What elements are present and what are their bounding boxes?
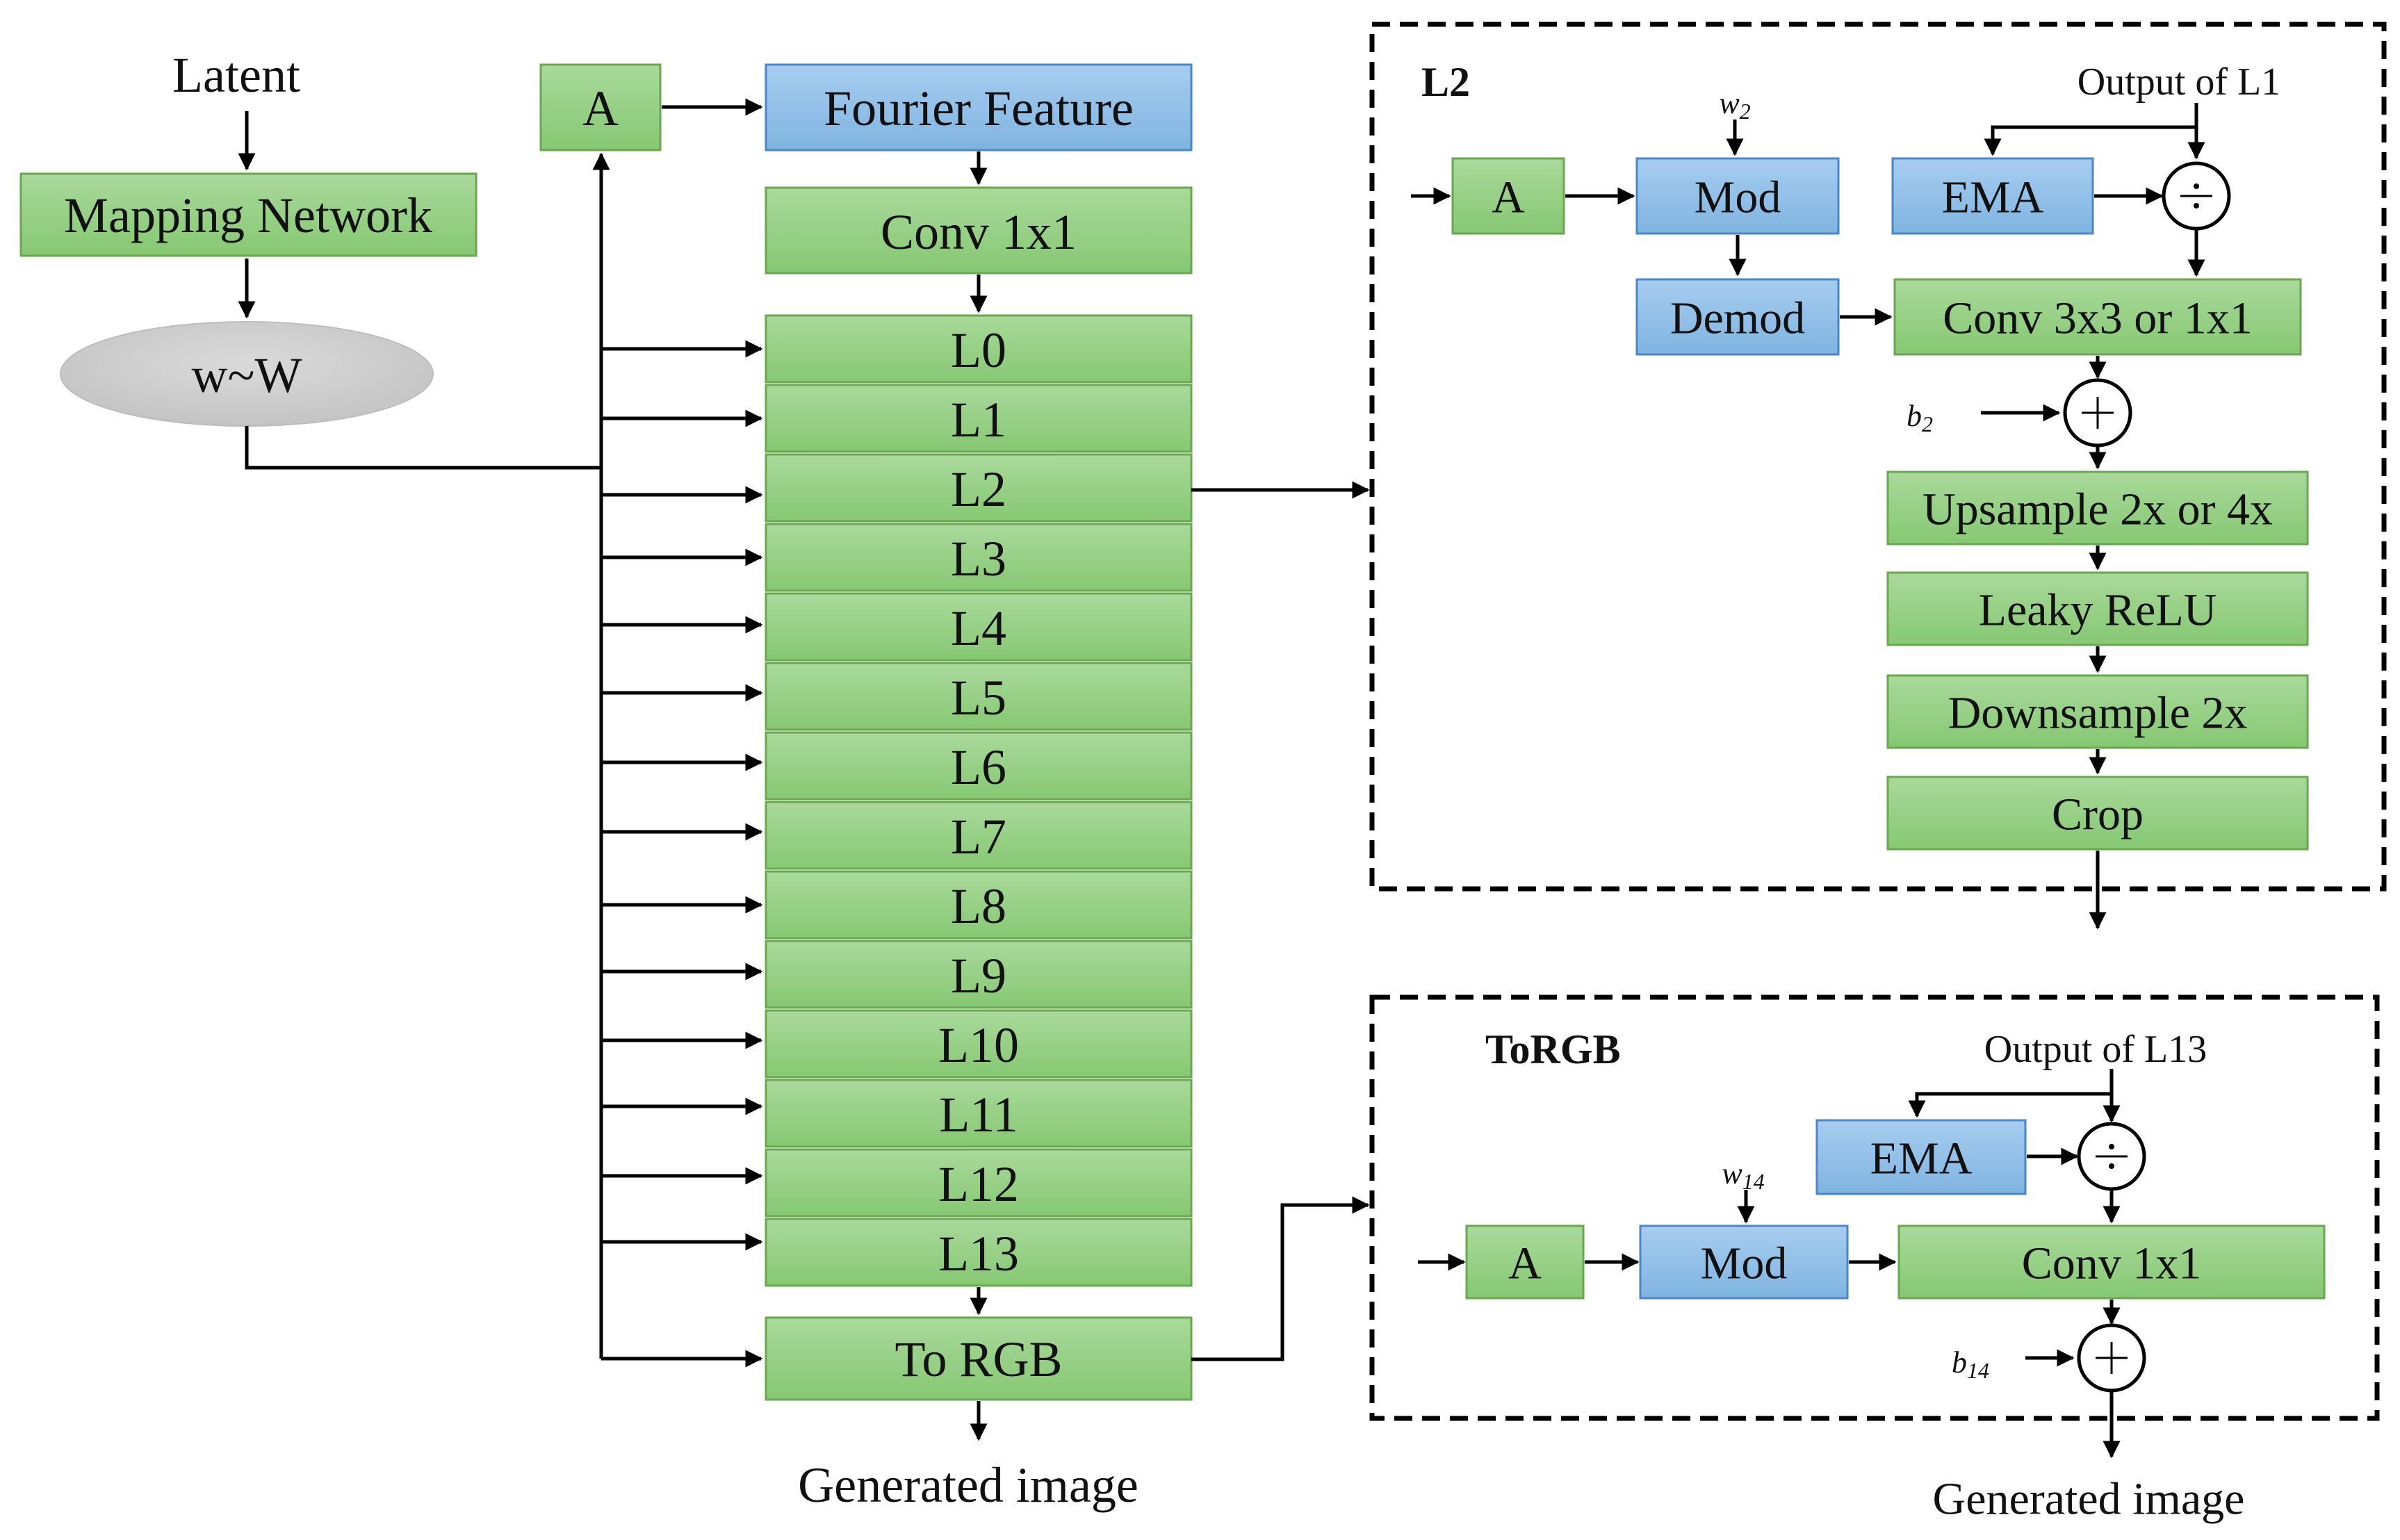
l2-downsample-label: Downsample 2x	[1948, 688, 2248, 739]
bus-branch-arrows	[601, 340, 763, 1368]
layer-l8-label: L8	[951, 878, 1006, 934]
torgb-mod-node: Mod	[1639, 1224, 1849, 1300]
l2-affine-a-node: A	[1451, 157, 1565, 235]
layer-l10: L10	[765, 1009, 1193, 1079]
layer-l13: L13	[765, 1218, 1193, 1287]
w-sample-label: w~W	[192, 347, 302, 403]
l2-downsample-node: Downsample 2x	[1886, 674, 2309, 749]
l2-leaky-relu-node: Leaky ReLU	[1886, 571, 2309, 646]
layer-l12-label: L12	[938, 1156, 1019, 1212]
w-to-bus-connector	[245, 426, 601, 470]
latent-label: Latent	[172, 47, 300, 103]
mapping-network-label: Mapping Network	[64, 188, 432, 243]
l2-divide-op	[2162, 161, 2231, 231]
l2-add-op	[2063, 378, 2132, 448]
l2-conv-node: Conv 3x3 or 1x1	[1893, 278, 2302, 356]
to-rgb-node: To RGB	[765, 1316, 1193, 1401]
layer-l2: L2	[765, 453, 1193, 523]
mapping-network-node: Mapping Network	[19, 172, 477, 257]
layer-l4-label: L4	[951, 600, 1006, 656]
l2-upsample-node: Upsample 2x or 4x	[1886, 470, 2309, 546]
l2-detail-panel: L2 Output of L1 w2 A Mod Demod EMA	[1369, 22, 2387, 892]
torgb-output-of-label: Output of L13	[1984, 1028, 2207, 1071]
layer-stack: L0 L1 L2 L3 L4 L5 L6 L7	[765, 314, 1193, 1287]
layer-l2-label: L2	[951, 461, 1006, 517]
layer-l4: L4	[765, 592, 1193, 662]
conv-1x1-node: Conv 1x1	[765, 186, 1193, 275]
layer-l6-label: L6	[951, 739, 1006, 795]
torgb-ema-label: EMA	[1870, 1133, 1973, 1184]
torgb-weight-label: w14	[1722, 1156, 1764, 1195]
connector-torgb-to-detail	[1191, 1196, 1370, 1361]
layer-l0-label: L0	[951, 322, 1006, 378]
l2-ema-node: EMA	[1891, 157, 2094, 235]
l2-crop-node: Crop	[1886, 776, 2309, 851]
w-sample-node: w~W	[60, 321, 434, 427]
torgb-divide-op	[2077, 1122, 2146, 1191]
l2-upsample-label: Upsample 2x or 4x	[1923, 484, 2273, 535]
l2-ema-label: EMA	[1942, 172, 2044, 223]
torgb-affine-a-label: A	[1508, 1238, 1542, 1289]
affine-a-node: A	[539, 63, 662, 151]
layer-l3: L3	[765, 523, 1193, 592]
layer-l6: L6	[765, 731, 1193, 801]
affine-a-label: A	[582, 81, 619, 136]
torgb-bias-label: b14	[1952, 1345, 1989, 1384]
torgb-add-op	[2077, 1323, 2146, 1393]
layer-l11: L11	[765, 1079, 1193, 1148]
layer-l7: L7	[765, 801, 1193, 870]
l2-demod-node: Demod	[1635, 278, 1840, 356]
layer-l1: L1	[765, 384, 1193, 453]
layer-l11-label: L11	[939, 1087, 1018, 1142]
torgb-mod-label: Mod	[1701, 1238, 1788, 1289]
layer-l5: L5	[765, 662, 1193, 731]
layer-l1-label: L1	[951, 392, 1006, 448]
fourier-feature-node: Fourier Feature	[765, 63, 1193, 151]
l2-bias-label: b2	[1907, 399, 1933, 437]
layer-l8: L8	[765, 870, 1193, 940]
layer-l9: L9	[765, 940, 1193, 1009]
l2-output-of-label: Output of L1	[2077, 60, 2280, 104]
l2-leaky-relu-label: Leaky ReLU	[1979, 585, 2217, 636]
torgb-ema-node: EMA	[1815, 1119, 2027, 1195]
l2-affine-a-label: A	[1492, 172, 1525, 223]
l2-crop-label: Crop	[2052, 789, 2144, 840]
torgb-conv-node: Conv 1x1	[1897, 1224, 2326, 1300]
torgb-affine-a-node: A	[1465, 1224, 1585, 1300]
l2-panel-title: L2	[1421, 59, 1470, 105]
layer-l0: L0	[765, 314, 1193, 384]
conv-1x1-label: Conv 1x1	[881, 204, 1077, 260]
generated-image-label-right: Generated image	[1933, 1474, 2245, 1525]
layer-l9-label: L9	[951, 948, 1006, 1004]
layer-l12: L12	[765, 1148, 1193, 1218]
torgb-panel-title: ToRGB	[1485, 1026, 1621, 1072]
layer-l13-label: L13	[938, 1226, 1019, 1281]
l2-weight-label: w2	[1719, 86, 1750, 124]
layer-l5-label: L5	[951, 670, 1006, 726]
l2-conv-label: Conv 3x3 or 1x1	[1943, 293, 2253, 344]
to-rgb-label: To RGB	[895, 1332, 1063, 1387]
torgb-detail-panel: ToRGB Output of L13 EMA w14 A Mod	[1369, 994, 2380, 1421]
l2-mod-node: Mod	[1635, 157, 1840, 235]
layer-l3-label: L3	[951, 531, 1006, 587]
l2-demod-label: Demod	[1670, 293, 1805, 344]
generated-image-label-left: Generated image	[798, 1457, 1138, 1513]
l2-mod-label: Mod	[1695, 172, 1781, 223]
layer-l7-label: L7	[951, 809, 1006, 865]
layer-l10-label: L10	[938, 1017, 1019, 1073]
fourier-feature-label: Fourier Feature	[824, 81, 1134, 136]
torgb-conv-label: Conv 1x1	[2022, 1238, 2202, 1289]
